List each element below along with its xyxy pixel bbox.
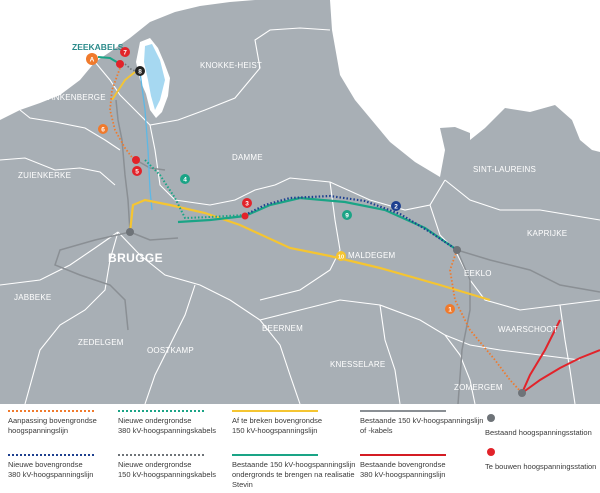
- legend-item-af-te-breken: Af te breken bovengrondse 150 kV-hoogspa…: [232, 410, 350, 436]
- marker-8-text: 8: [138, 69, 142, 76]
- legend-item-aanpassing: Aanpassing bovengrondse hoogspanningslij…: [8, 410, 126, 436]
- existing-380kv-line: [521, 349, 600, 394]
- adjust-overhead-line: [109, 67, 135, 161]
- legend-new-station-dot: [487, 448, 495, 456]
- marker-5-text: 5: [135, 169, 139, 176]
- legend-text-bestaande-150: Bestaande 150 kV-hoogspanningslijn of -k…: [360, 416, 484, 435]
- legend-swatch-orange-dotted: [8, 410, 94, 412]
- legend-text-te-bouwen-station: Te bouwen hoogspanningsstation: [485, 462, 597, 471]
- legend-item-nieuwe-380-ond: Nieuwe ondergrondse 380 kV-hoogspannings…: [118, 410, 236, 436]
- legend: Aanpassing bovengrondse hoogspanningslij…: [0, 404, 600, 493]
- legend-text-nieuwe-380-bov: Nieuwe bovengrondse 380 kV-hoogspannings…: [8, 460, 94, 479]
- marker-2-text: 2: [394, 204, 398, 211]
- legend-swatch-teal-dotted: [118, 410, 204, 412]
- legend-text-bestaande-150-ond: Bestaande 150 kV-hoogspanningslijn onder…: [232, 460, 356, 489]
- label-beernem: BEERNEM: [262, 324, 303, 333]
- marker-a: A: [86, 53, 98, 65]
- existing-station-eeklo: [453, 246, 461, 254]
- label-kaprijke: KAPRIJKE: [527, 229, 567, 238]
- harbour-basin: [144, 44, 165, 110]
- legend-swatch-teal: [232, 454, 318, 456]
- label-blankenberge: BLANKENBERGE: [38, 93, 106, 102]
- label-zeekabels: ZEEKABELS: [72, 42, 124, 52]
- legend-item-bestaande-150-ond: Bestaande 150 kV-hoogspanningslijn onder…: [232, 454, 362, 490]
- existing-station-zomergem: [518, 389, 526, 397]
- legend-text-bestaande-380: Bestaande bovengrondse 380 kV-hoogspanni…: [360, 460, 446, 479]
- legend-swatch-red: [360, 454, 446, 456]
- marker-10-text: 10: [338, 255, 344, 261]
- legend-text-bestaand-station: Bestaand hoogspanningsstation: [485, 428, 592, 437]
- marker-7-text: 7: [123, 50, 127, 57]
- marker-3: 3: [242, 198, 252, 208]
- demolish-150kv-line-north: [111, 71, 136, 101]
- label-zomergem: ZOMERGEM: [454, 383, 503, 392]
- new-380kv-overhead: [244, 194, 458, 251]
- label-knesselare: KNESSELARE: [330, 360, 385, 369]
- marker-4: 4: [180, 174, 190, 184]
- existing-station-brugge: [126, 228, 134, 236]
- legend-swatch-grey: [360, 410, 446, 412]
- label-damme: DAMME: [232, 153, 263, 162]
- legend-item-nieuwe-150-ond: Nieuwe ondergrondse 150 kV-hoogspannings…: [118, 454, 236, 480]
- legend-text-nieuwe-150-ond: Nieuwe ondergrondse 150 kV-hoogspannings…: [118, 460, 216, 479]
- place-labels: KNOKKE-HEIST BLANKENBERGE ZUIENKERKE DAM…: [14, 61, 567, 392]
- marker-9-text: 9: [345, 213, 349, 220]
- marker-6-text: 6: [101, 127, 105, 134]
- label-sint-laureins: SINT-LAUREINS: [473, 165, 536, 174]
- stations: [116, 60, 526, 397]
- new-station-zeebrugge: [116, 60, 124, 68]
- marker-3-text: 3: [245, 201, 249, 208]
- new-station-3: [241, 212, 249, 220]
- legend-existing-station-dot: [487, 414, 495, 422]
- marker-7: 7: [120, 47, 130, 57]
- label-waarschoot: WAARSCHOOT: [498, 325, 558, 334]
- legend-item-bestaande-150: Bestaande 150 kV-hoogspanningslijn of -k…: [360, 410, 485, 436]
- label-brugge: BRUGGE: [108, 251, 163, 265]
- marker-2: 2: [391, 201, 401, 211]
- adjust-overhead-line-east: [449, 249, 523, 394]
- existing-150kv-lines: [54, 99, 600, 404]
- label-oostkamp: OOSTKAMP: [147, 346, 194, 355]
- label-zuienkerke: ZUIENKERKE: [18, 171, 71, 180]
- label-jabbeke: JABBEKE: [14, 293, 51, 302]
- legend-text-aanpassing: Aanpassing bovengrondse hoogspanningslij…: [8, 416, 97, 435]
- label-zedelgem: ZEDELGEM: [78, 338, 124, 347]
- label-knokke-heist: KNOKKE-HEIST: [200, 61, 262, 70]
- marker-8: 8: [135, 66, 145, 76]
- marker-6: 6: [98, 124, 108, 134]
- legend-swatch-grey-dotted: [118, 454, 204, 456]
- marker-9: 9: [342, 210, 352, 220]
- map-canvas: KNOKKE-HEIST BLANKENBERGE ZUIENKERKE DAM…: [0, 0, 600, 404]
- legend-swatch-navy-dotted: [8, 454, 94, 456]
- markers: A 7 8 6 5 4 3 2 9 10 1: [86, 47, 455, 314]
- label-maldegem: MALDEGEM: [348, 251, 396, 260]
- new-station-gezelle: [132, 156, 140, 164]
- legend-item-bestaande-380: Bestaande bovengrondse 380 kV-hoogspanni…: [360, 454, 485, 480]
- marker-1-text: 1: [448, 307, 452, 314]
- new-380kv-underground: [144, 159, 246, 220]
- existing-380kv-line-2: [521, 319, 561, 394]
- legend-text-nieuwe-380-ond: Nieuwe ondergrondse 380 kV-hoogspannings…: [118, 416, 216, 435]
- canal-line: [139, 71, 153, 211]
- legend-item-nieuwe-380-bov: Nieuwe bovengrondse 380 kV-hoogspannings…: [8, 454, 126, 480]
- demolish-150kv-line: [128, 198, 491, 302]
- label-eeklo: EEKLO: [464, 269, 492, 278]
- legend-text-af-te-breken: Af te breken bovengrondse 150 kV-hoogspa…: [232, 416, 323, 435]
- marker-10: 10: [336, 251, 346, 261]
- marker-1: 1: [445, 304, 455, 314]
- marker-5: 5: [132, 166, 142, 176]
- municipal-borders: [0, 27, 600, 404]
- marker-4-text: 4: [183, 177, 187, 184]
- legend-swatch-yellow: [232, 410, 318, 412]
- marker-a-text: A: [90, 57, 95, 64]
